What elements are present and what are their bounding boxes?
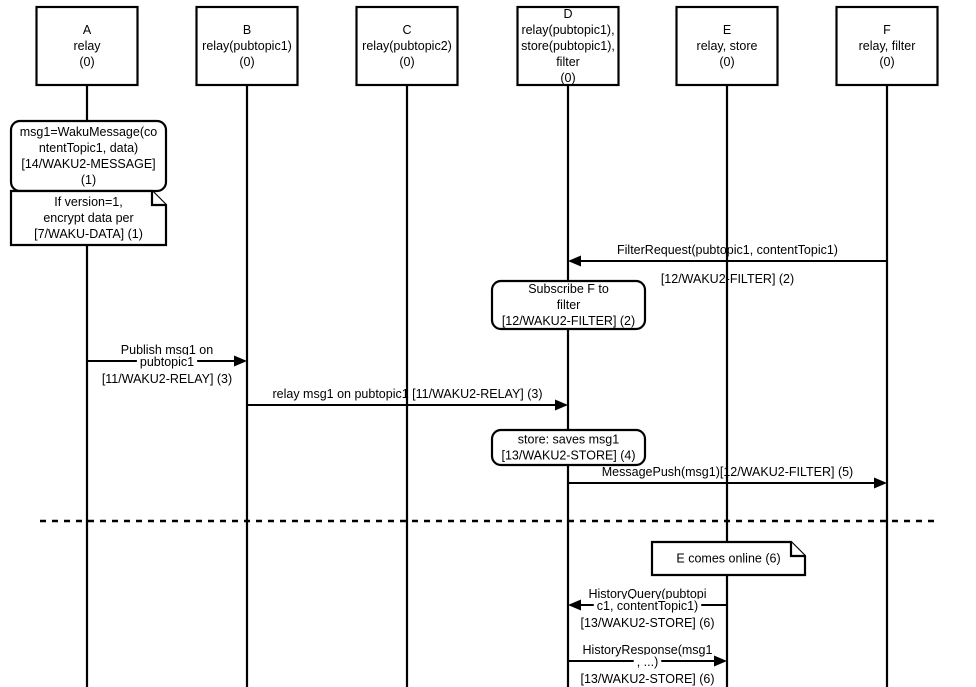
message-arrowhead-msg-history-response: [714, 655, 727, 667]
message-arrowhead-msg-publish: [234, 355, 247, 367]
note-label-note-subscribe-2: [12/WAKU2-FILTER] (2): [502, 314, 635, 328]
participant-label-C-2: (0): [399, 55, 414, 69]
message-label-mid-bg-msg-history-response: [633, 655, 662, 669]
note-label-note-encrypt-2: [7/WAKU-DATA] (1): [34, 227, 143, 241]
participant-box-rect-B: [195, 5, 299, 87]
participant-label-C-1: relay(pubtopic2): [362, 39, 452, 53]
note-shape-note-encrypt: [9, 189, 168, 247]
lifelines-layer: [85, 85, 889, 687]
participant-label-D-0: D: [563, 7, 572, 21]
participant-label-F-0: F: [883, 23, 891, 37]
participant-label-D-3: filter: [556, 55, 580, 69]
messages-layer: FilterRequest(pubtopic1, contentTopic1) […: [87, 243, 887, 686]
participant-box-rect-C: [355, 5, 459, 87]
note-note-store[interactable]: store: saves msg1 [13/WAKU2-STORE] (4): [490, 428, 647, 467]
message-label-below-msg-history-query: [13/WAKU2-STORE] (6): [580, 616, 714, 630]
participant-label-B-0: B: [243, 23, 251, 37]
message-arrowhead-msg-history-query: [568, 599, 581, 611]
participant-box-rect-D: [516, 5, 620, 87]
message-msg-history-query[interactable]: HistoryQuery(pubtopic1, contentTopic1) [1…: [568, 587, 727, 630]
message-label-mid-bg-msg-history-query: [593, 599, 702, 613]
message-msg-relay[interactable]: relay msg1 on pubtopic1 [11/WAKU2-RELAY]…: [247, 387, 568, 411]
message-arrowhead-msg-message-push: [874, 477, 887, 489]
participant-box-rect-F: [835, 5, 939, 87]
note-shape-note-e-online: [650, 540, 807, 577]
note-label-note-store-0: store: saves msg1: [518, 433, 619, 447]
participant-box-rect-A: [35, 5, 139, 87]
message-label-mid-msg-history-response: , ...): [637, 655, 659, 669]
message-label-above-msg-relay: relay msg1 on pubtopic1 [11/WAKU2-RELAY]…: [272, 387, 542, 401]
participant-label-E-1: relay, store: [697, 39, 758, 53]
message-msg-filter-request[interactable]: FilterRequest(pubtopic1, contentTopic1) […: [568, 243, 887, 286]
message-label-below-msg-publish: [11/WAKU2-RELAY] (3): [102, 372, 232, 386]
message-label-mid-msg-publish: pubtopic1: [140, 355, 194, 369]
note-note-subscribe[interactable]: Subscribe F to filter [12/WAKU2-FILTER] (2…: [490, 279, 647, 331]
message-label-mid-msg-history-query: c1, contentTopic1): [597, 599, 698, 613]
note-shape-note-subscribe: [490, 279, 647, 331]
participant-label-B-1: relay(pubtopic1): [202, 39, 292, 53]
participant-label-A-1: relay: [73, 39, 101, 53]
message-label-above-msg-history-response: HistoryResponse(msg1: [583, 643, 713, 657]
note-label-note-msg1-3: (1): [81, 173, 96, 187]
message-label-mid-bg-msg-publish: [136, 355, 198, 369]
message-arrowhead-msg-filter-request: [568, 255, 581, 267]
note-label-note-subscribe-1: filter: [557, 298, 581, 312]
message-label-above-msg-publish: Publish msg1 on: [121, 343, 213, 357]
participant-label-E-0: E: [723, 23, 731, 37]
note-fold-note-encrypt: [150, 191, 166, 207]
participant-label-F-2: (0): [879, 55, 894, 69]
participant-label-B-2: (0): [239, 55, 254, 69]
notes-layer: msg1=WakuMessage(co ntentTopic1, data) [14…: [9, 119, 807, 577]
participant-label-C-0: C: [402, 23, 411, 37]
participant-label-F-1: relay, filter: [859, 39, 916, 53]
note-fold-note-e-online: [789, 542, 805, 558]
note-label-note-msg1-0: msg1=WakuMessage(co: [20, 125, 157, 139]
participant-label-E-2: (0): [719, 55, 734, 69]
note-note-encrypt[interactable]: If version=1, encrypt data per [7/WAKU-DAT…: [9, 189, 168, 247]
note-label-note-encrypt-0: If version=1,: [54, 195, 122, 209]
note-label-note-subscribe-0: Subscribe F to: [528, 282, 609, 296]
participant-label-A-2: (0): [79, 55, 94, 69]
participant-label-D-4: (0): [560, 71, 575, 85]
participant-label-A-0: A: [83, 23, 92, 37]
participant-label-D-2: store(pubtopic1),: [521, 39, 615, 53]
message-msg-history-response[interactable]: HistoryResponse(msg1, ...) [13/WAKU2-STOR…: [568, 643, 727, 686]
message-label-below-msg-history-response: [13/WAKU2-STORE] (6): [580, 672, 714, 686]
note-label-note-msg1-1: ntentTopic1, data): [39, 141, 138, 155]
note-label-note-store-1: [13/WAKU2-STORE] (4): [501, 449, 635, 463]
message-label-above-msg-history-query: HistoryQuery(pubtopi: [588, 587, 706, 601]
note-label-note-encrypt-1: encrypt data per: [43, 211, 133, 225]
message-arrowhead-msg-relay: [555, 399, 568, 411]
message-label-above-msg-message-push: MessagePush(msg1)[12/WAKU2-FILTER] (5): [602, 465, 853, 479]
note-note-e-online[interactable]: E comes online (6): [650, 540, 807, 577]
note-label-note-msg1-2: [14/WAKU2-MESSAGE]: [21, 157, 155, 171]
message-msg-message-push[interactable]: MessagePush(msg1)[12/WAKU2-FILTER] (5): [568, 465, 887, 489]
participants-layer: Arelay(0)Brelay(pubtopic1)(0)Crelay(pubt…: [35, 5, 939, 87]
note-note-msg1[interactable]: msg1=WakuMessage(co ntentTopic1, data) [14…: [9, 119, 168, 193]
note-shape-note-store: [490, 428, 647, 467]
participant-box-rect-E: [675, 5, 779, 87]
note-label-note-e-online-0: E comes online (6): [676, 552, 780, 566]
message-label-above-msg-filter-request: FilterRequest(pubtopic1, contentTopic1): [617, 243, 838, 257]
message-label-below-msg-filter-request: [12/WAKU2-FILTER] (2): [661, 272, 794, 286]
participant-label-D-1: relay(pubtopic1),: [521, 23, 614, 37]
